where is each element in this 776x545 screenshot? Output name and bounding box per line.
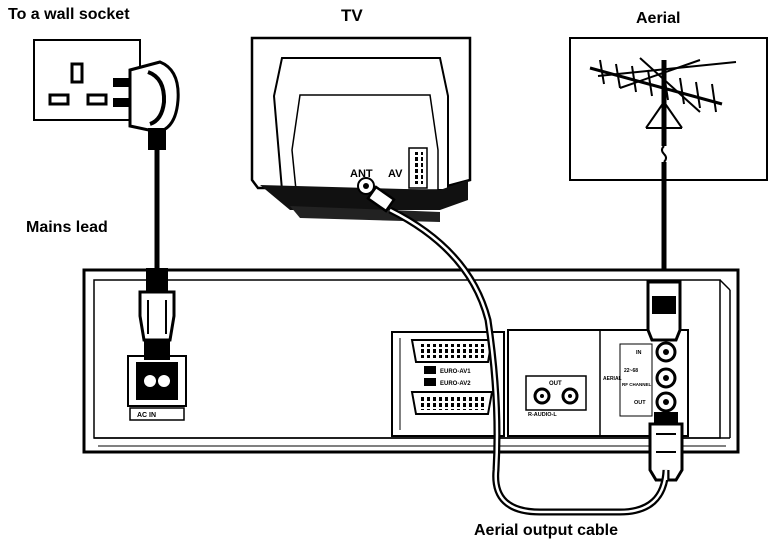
aerial-output-cable	[366, 185, 670, 516]
tv-av-label: AV	[388, 168, 403, 180]
aerial-label: Aerial	[636, 10, 681, 27]
ac-in-socket	[127, 355, 187, 421]
mains-lead-label: Mains lead	[26, 219, 108, 236]
ac-in-label: AC IN	[137, 412, 156, 419]
aerial-panel-label: AERIAL	[603, 376, 622, 382]
channel-range-label: 22~68	[624, 368, 638, 374]
rf-out-plug	[648, 412, 684, 482]
wall-socket-label: To a wall socket	[8, 6, 130, 23]
tv-label: TV	[341, 6, 363, 25]
audio-out-label: OUT	[549, 381, 562, 387]
euro-av2-label: EURO-AV2	[440, 381, 471, 387]
rf-out-label: OUT	[634, 400, 646, 406]
aerial-in-plug	[646, 280, 682, 342]
scart-panel	[391, 331, 505, 437]
rf-in-label: IN	[636, 350, 642, 356]
rf-channel-label: RF CHANNEL	[622, 382, 651, 387]
aerial-sockets-group	[619, 341, 677, 417]
scart-socket-euro-av2	[410, 391, 494, 415]
audio-label: R-AUDIO-L	[528, 412, 557, 418]
euro-av1-label: EURO-AV1	[440, 369, 471, 375]
tv-ant-label: ANT	[350, 168, 373, 180]
mains-plug	[113, 60, 180, 150]
aerial-output-cable-label: Aerial output cable	[474, 522, 619, 539]
rf-panel	[507, 329, 689, 437]
aerial-antenna	[589, 57, 737, 163]
mains-connector	[138, 268, 176, 360]
scart-socket-euro-av1	[410, 339, 494, 363]
tv-set	[250, 36, 472, 222]
audio-out-group	[525, 375, 587, 411]
